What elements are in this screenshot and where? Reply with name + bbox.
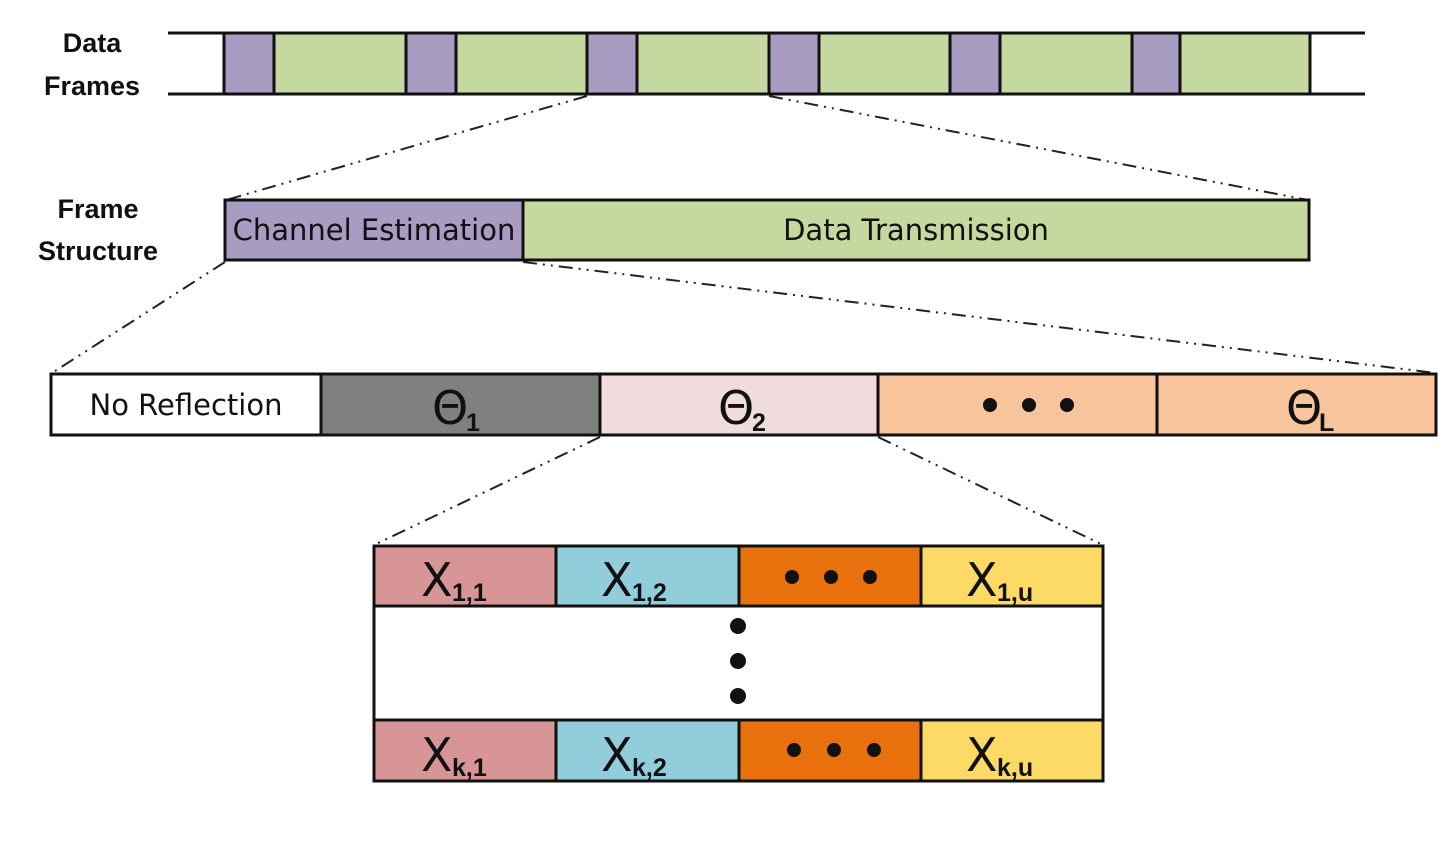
frame-data-block — [817, 31, 952, 96]
frame-pilot-block — [585, 31, 639, 96]
horizontal-ellipsis-icon — [983, 398, 1074, 412]
no-reflection-text: No Reflection — [90, 388, 283, 422]
pilot-label-k-1: X k,1 — [421, 728, 487, 782]
pilot-subscript-1-1: 1,1 — [452, 579, 487, 607]
pilot-label-k-u: X k,u — [966, 728, 1033, 782]
pilot-subscript-1-2: 1,2 — [632, 579, 667, 607]
horizontal-ellipsis-icon — [787, 743, 881, 757]
pilot-subscript-k-2: k,2 — [632, 754, 667, 782]
data-frames-strip — [168, 31, 1365, 96]
frame-data-block — [635, 31, 771, 96]
data-frames-label-line1: Data — [63, 28, 123, 58]
frame-data-block — [454, 31, 589, 96]
frame-pilot-block — [948, 31, 1002, 96]
zoom-line-right — [522, 261, 1437, 374]
pilot-cell-1-1 — [372, 544, 558, 608]
channel-estimation-text: Channel Estimation — [233, 213, 516, 247]
pilot-label-1-2: X 1,2 — [601, 553, 667, 607]
theta2-label: Θ 2 — [718, 381, 766, 437]
thetaL-label: Θ L — [1286, 381, 1334, 437]
frame-structure-label-line2: Structure — [38, 236, 158, 266]
theta1-block — [319, 372, 602, 437]
pilot-label-k-2: X k,2 — [601, 728, 667, 782]
x-symbol: X — [966, 728, 998, 782]
theta-symbol: Θ — [432, 381, 468, 435]
zoom-line-left — [225, 95, 588, 201]
theta1-subscript: 1 — [466, 409, 480, 437]
theta-symbol: Θ — [1286, 381, 1322, 435]
frame-data-block — [1178, 31, 1312, 96]
pilot-subscript-k-1: k,1 — [452, 754, 487, 782]
vertical-ellipsis-icon — [730, 618, 746, 704]
x-symbol: X — [421, 553, 453, 607]
pilot-cell-k-u — [919, 718, 1105, 783]
zoom-line-right — [877, 436, 1104, 546]
frame-pilot-block — [404, 31, 458, 96]
pilot-cell-k-1 — [372, 718, 558, 783]
data-frames-label-line2: Frames — [44, 71, 140, 101]
theta1-label: Θ 1 — [432, 381, 480, 437]
zoom-line-left — [51, 261, 226, 374]
theta-symbol: Θ — [718, 381, 754, 435]
pilot-subscript-k-u: k,u — [997, 754, 1033, 782]
x-symbol: X — [421, 728, 453, 782]
ellipsis-block — [876, 372, 1159, 437]
horizontal-ellipsis-icon — [785, 570, 877, 584]
data-transmission-text: Data Transmission — [783, 213, 1049, 247]
frame-data-block — [272, 31, 408, 96]
frame-pilot-block — [1130, 31, 1182, 96]
pilot-label-1-1: X 1,1 — [421, 553, 487, 607]
data-transmission-block — [521, 198, 1311, 262]
theta2-subscript: 2 — [752, 409, 766, 437]
thetaL-block — [1155, 372, 1438, 437]
pilot-cell-1-u — [919, 544, 1105, 608]
zoom-line-right — [768, 95, 1309, 201]
x-symbol: X — [966, 553, 998, 607]
x-symbol: X — [601, 728, 633, 782]
x-symbol: X — [601, 553, 633, 607]
frame-pilot-block — [767, 31, 821, 96]
frame-structure-label-line1: Frame — [57, 194, 138, 224]
pilot-subscript-1-u: 1,u — [997, 579, 1033, 607]
theta2-block — [598, 372, 880, 437]
frame-pilot-block — [222, 31, 276, 96]
thetaL-subscript: L — [1319, 409, 1334, 437]
no-reflection-block — [49, 372, 323, 437]
pilot-label-1-u: X 1,u — [966, 553, 1033, 607]
pilot-cell-1-2 — [554, 544, 741, 608]
frame-data-block — [998, 31, 1134, 96]
zoom-line-left — [373, 436, 601, 546]
